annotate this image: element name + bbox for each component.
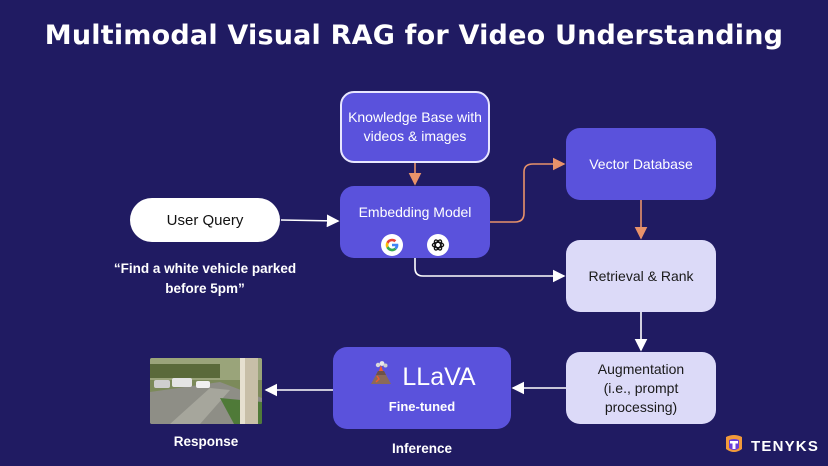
retrieval-rank-node: Retrieval & Rank — [566, 240, 716, 312]
vector-database-node: Vector Database — [566, 128, 716, 200]
query-text: “Find a white vehicle parked before 5pm” — [100, 259, 310, 299]
response-image — [150, 358, 262, 424]
augmentation-line3: processing) — [604, 398, 678, 415]
arrow-query-to-embedding — [280, 214, 340, 228]
tenyks-logo-icon — [722, 432, 746, 461]
arrow-embedding-to-retrieval — [414, 258, 566, 283]
brand-name: TENYKS — [751, 438, 820, 455]
response-caption: Response — [173, 434, 239, 449]
openai-icon — [427, 234, 449, 256]
vector-database-label: Vector Database — [589, 155, 693, 172]
llava-sublabel: Fine-tuned — [388, 399, 456, 414]
user-query-label: User Query — [166, 211, 244, 229]
google-icon — [381, 234, 403, 256]
augmentation-node: Augmentation (i.e., prompt processing) — [566, 352, 716, 424]
embedding-model-label: Embedding Model — [358, 204, 472, 220]
augmentation-line2: (i.e., prompt — [603, 379, 679, 396]
volcano-icon — [368, 360, 394, 393]
knowledge-base-line1: Knowledge Base with — [348, 109, 482, 125]
llava-label: LLaVA — [402, 362, 476, 391]
knowledge-base-line2: videos & images — [363, 128, 467, 144]
user-query-node: User Query — [130, 198, 280, 242]
brand-logo: TENYKS — [722, 432, 819, 461]
query-text-line2: before 5pm” — [165, 281, 245, 296]
query-text-line1: “Find a white vehicle parked — [113, 261, 297, 276]
diagram-title: Multimodal Visual RAG for Video Understa… — [44, 20, 784, 51]
llava-node: LLaVA Fine-tuned — [333, 347, 511, 429]
arrow-embedding-to-vectordb — [490, 157, 566, 223]
retrieval-rank-label: Retrieval & Rank — [588, 267, 694, 284]
embedding-model-node: Embedding Model — [340, 186, 490, 258]
knowledge-base-node: Knowledge Base with videos & images — [340, 91, 490, 163]
inference-caption: Inference — [391, 441, 453, 456]
augmentation-line1: Augmentation — [597, 360, 685, 377]
